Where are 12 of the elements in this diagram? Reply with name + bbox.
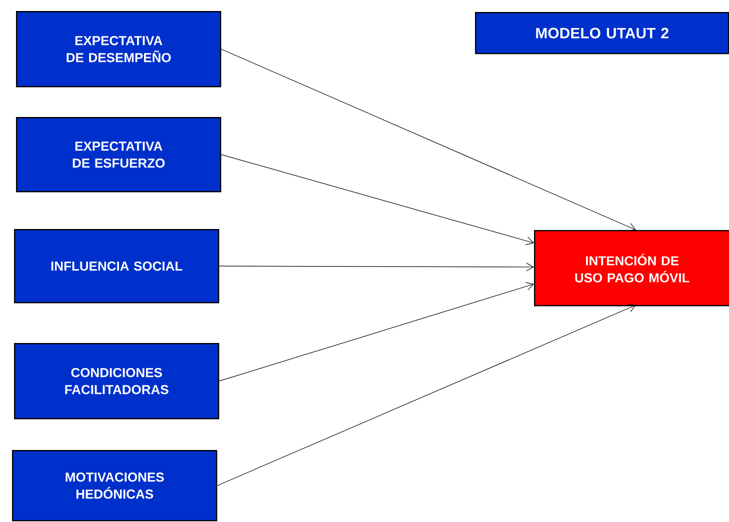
factor-box: EXPECTATIVA DE DESEMPEÑO [16,11,222,88]
arrow [220,154,534,246]
factor-box: CONDICIONES FACILITADORAS [14,343,220,420]
title-box: MODELO UTAUT 2 [475,12,729,54]
arrow [218,282,534,382]
arrow [220,48,636,231]
factor-box: EXPECTATIVA DE ESFUERZO [16,117,222,192]
outcome-box: INTENCIÓN DE USO PAGO MÓVIL [534,230,729,306]
factor-box: INFLUENCIA SOCIAL [14,229,220,304]
arrow [218,262,534,272]
factor-box: MOTIVACIONES HEDÓNICAS [12,450,218,522]
arrow [216,304,636,486]
